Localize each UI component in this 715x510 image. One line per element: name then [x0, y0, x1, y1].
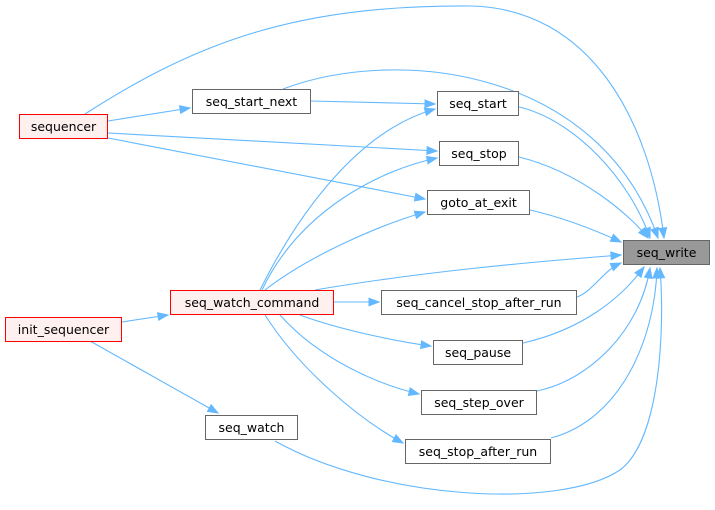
node-seq-start[interactable]: seq_start	[437, 91, 519, 116]
node-seq-start-next[interactable]: seq_start_next	[192, 89, 311, 114]
node-goto-at-exit[interactable]: goto_at_exit	[427, 190, 530, 215]
arrowhead	[658, 227, 668, 240]
edge-sequencer-to-seq-start-next	[107, 105, 192, 122]
edge-seq-cancel-stop-after-run-to-seq-write	[576, 262, 623, 298]
arrowhead	[407, 387, 421, 396]
node-seq-step-over[interactable]: seq_step_over	[421, 390, 537, 415]
arrowhead	[424, 99, 437, 109]
node-seq-cancel-stop-after-run[interactable]: seq_cancel_stop_after_run	[381, 290, 577, 315]
edge-seq-step-over-to-seq-write	[536, 266, 653, 392]
arrowhead	[426, 145, 439, 155]
arrowhead	[425, 155, 439, 165]
edge-seq-stop-to-seq-write	[518, 156, 649, 240]
edge-sequencer-to-seq-stop	[107, 132, 439, 155]
edge-seq-pause-to-seq-write	[522, 265, 645, 344]
edge-seq-watch-command-to-seq-stop-after-run	[264, 314, 405, 444]
edge-seq-watch-command-to-seq-step-over	[279, 314, 421, 396]
arrowhead	[368, 297, 381, 307]
edge-seq-start-to-seq-write	[518, 106, 651, 240]
arrowhead	[643, 266, 653, 280]
edge-seq-watch-to-seq-write	[274, 266, 666, 495]
arrowhead	[610, 251, 623, 261]
edge-seq-start-next-to-seq-write	[282, 69, 659, 240]
arrowhead	[413, 192, 427, 202]
edge-seq-watch-command-to-goto-at-exit	[264, 210, 427, 291]
edge-seq-watch-command-to-seq-start	[259, 107, 437, 291]
node-seq-watch-command[interactable]: seq_watch_command	[170, 290, 334, 315]
edge-sequencer-to-seq-write	[84, 5, 668, 240]
arrowhead	[637, 226, 649, 240]
node-seq-watch[interactable]: seq_watch	[205, 415, 298, 440]
arrowhead	[609, 262, 623, 272]
edge-init-sequencer-to-seq-watch-command	[121, 312, 170, 323]
arrowhead	[156, 312, 170, 322]
node-sequencer[interactable]: sequencer	[19, 114, 108, 139]
arrowhead	[178, 105, 192, 115]
edge-seq-watch-command-to-seq-stop	[261, 155, 439, 291]
arrowhead	[206, 403, 220, 414]
node-seq-pause[interactable]: seq_pause	[433, 340, 523, 365]
edge-init-sequencer-to-seq-watch	[89, 340, 220, 414]
edge-seq-watch-command-to-seq-pause	[299, 314, 433, 350]
arrowhead	[609, 233, 623, 243]
arrowhead	[413, 210, 427, 220]
arrowhead	[650, 226, 659, 240]
edge-seq-start-next-to-seq-start	[310, 99, 437, 109]
arrowhead	[391, 433, 405, 444]
node-seq-stop-after-run[interactable]: seq_stop_after_run	[405, 439, 551, 464]
edge-seq-watch-command-to-seq-cancel-stop-after-run	[334, 297, 381, 307]
edge-seq-watch-command-to-seq-write	[314, 251, 623, 291]
arrowhead	[656, 266, 666, 279]
arrowhead	[423, 107, 437, 117]
node-seq-stop[interactable]: seq_stop	[439, 141, 519, 166]
arrowhead	[419, 340, 433, 350]
edge-goto-at-exit-to-seq-write	[529, 209, 623, 243]
node-seq-write: seq_write	[623, 240, 710, 265]
arrowhead	[634, 265, 645, 279]
edge-sequencer-to-goto-at-exit	[107, 137, 427, 202]
node-init-sequencer[interactable]: init_sequencer	[5, 317, 122, 342]
